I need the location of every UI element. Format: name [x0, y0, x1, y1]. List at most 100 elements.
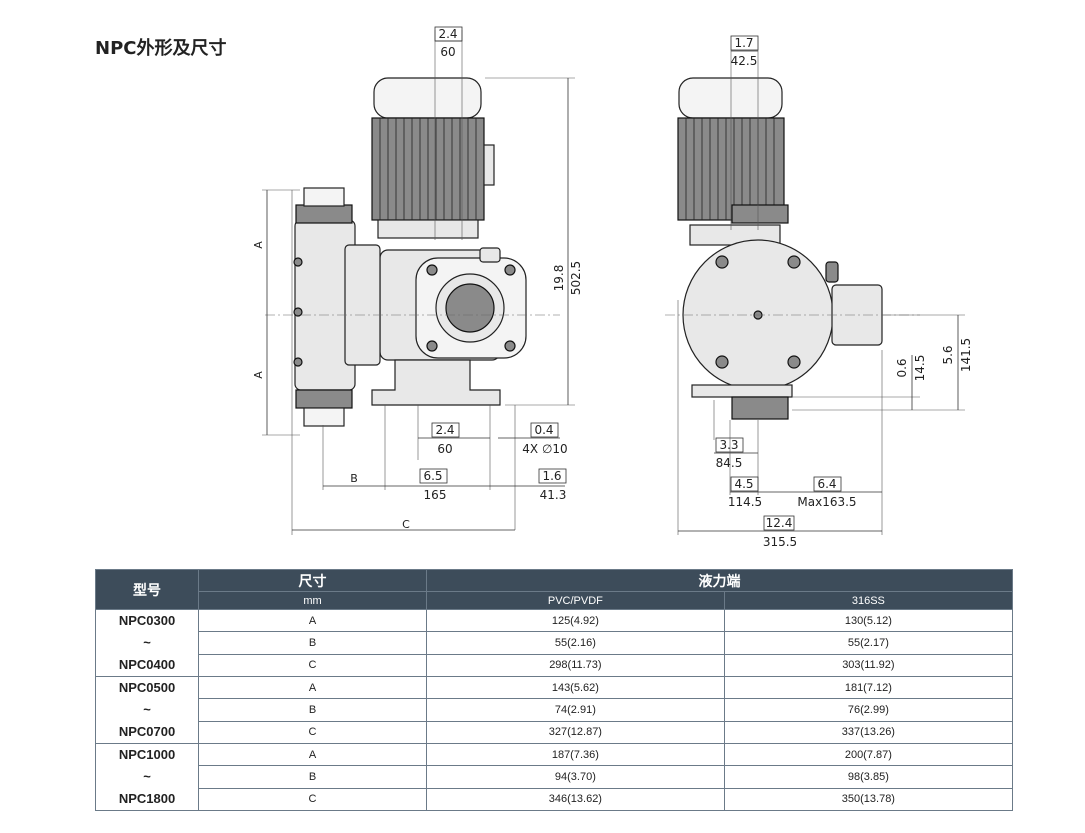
- front-height-mm: 502.5: [569, 261, 583, 295]
- side-v1-in: 0.6: [895, 358, 909, 377]
- side-d2-mm: 114.5: [728, 495, 762, 509]
- dim-cell: C: [198, 787, 427, 812]
- discharge-port: [303, 187, 345, 207]
- dim-cell: A: [198, 742, 427, 767]
- front-view: 2.4 60 19.8 502.5 A A 2.4 60 0.4 4X ∅10 …: [252, 26, 583, 535]
- side-discharge-valve: [731, 204, 789, 224]
- model-sep: ~: [143, 769, 151, 784]
- dim-cell: A: [198, 608, 427, 633]
- side-d2-in: 4.5: [734, 477, 753, 491]
- model-top: NPC1000: [118, 747, 176, 762]
- table-row: NPC1000 ~ NPC1800 A 187(7.36) 200(7.87): [95, 742, 1014, 811]
- diaphragm-housing: [344, 244, 381, 366]
- pvc-cell: 55(2.16): [426, 631, 725, 655]
- header-pvc: PVC/PVDF: [426, 591, 725, 610]
- side-view: 1.7 42.5 3.3 84.5 4.5 114.5 6.4 Max163.5…: [665, 35, 973, 549]
- dimension-drawing: 2.4 60 19.8 502.5 A A 2.4 60 0.4 4X ∅10 …: [252, 26, 973, 549]
- header-liquid-end: 液力端: [426, 569, 1013, 592]
- front-c: C: [402, 518, 410, 531]
- ss-cell: 181(7.12): [723, 675, 1014, 700]
- terminal-box: [483, 144, 495, 186]
- spec-table: 型号 尺寸 液力端 mm PVC/PVDF 316SS NPC0300 ~ NP…: [95, 569, 1014, 812]
- table-row: B 74(2.91) 76(2.99): [96, 698, 1014, 722]
- front-height-in: 19.8: [552, 265, 566, 292]
- model-bottom: NPC1800: [118, 791, 176, 806]
- front-base-mm: 60: [437, 442, 452, 456]
- front-mid-in: 6.5: [423, 469, 442, 483]
- page-title: NPC外形及尺寸: [95, 38, 227, 59]
- motor-flange: [377, 219, 479, 239]
- table-row: C 346(13.62) 350(13.78): [96, 787, 1014, 812]
- model-top: NPC0500: [118, 680, 176, 695]
- ss-cell: 337(13.26): [723, 720, 1014, 745]
- model-bottom: NPC0700: [118, 724, 176, 739]
- front-hole-in: 0.4: [534, 423, 553, 437]
- pvc-cell: 298(11.73): [426, 653, 725, 678]
- side-suction-valve: [731, 396, 789, 420]
- header-dim: 尺寸: [198, 569, 427, 592]
- side-v2-mm: 141.5: [959, 338, 973, 372]
- side-v1-mm: 14.5: [913, 355, 927, 382]
- dim-cell: B: [198, 631, 427, 655]
- model-top: NPC0300: [118, 613, 176, 628]
- side-d3-mm: Max163.5: [797, 495, 856, 509]
- front-right-mm: 41.3: [540, 488, 567, 502]
- side-d3-in: 6.4: [817, 477, 836, 491]
- model-cell: NPC0300 ~ NPC0400: [95, 609, 199, 677]
- pvc-cell: 143(5.62): [426, 675, 725, 700]
- pvc-cell: 346(13.62): [426, 787, 725, 812]
- table-row: B 55(2.16) 55(2.17): [96, 631, 1014, 655]
- suction-port: [303, 407, 345, 427]
- pvc-cell: 327(12.87): [426, 720, 725, 745]
- side-d4-mm: 315.5: [763, 535, 797, 549]
- ss-cell: 130(5.12): [723, 608, 1014, 633]
- motor-cap: [373, 77, 482, 119]
- header-ss: 316SS: [723, 591, 1014, 610]
- dim-cell: A: [198, 675, 427, 700]
- side-base: [691, 384, 793, 398]
- side-v2-in: 5.6: [941, 345, 955, 364]
- ss-cell: 350(13.78): [723, 787, 1014, 812]
- table-row: NPC0500 ~ NPC0700 A 143(5.62) 181(7.12): [95, 675, 1014, 744]
- model-sep: ~: [143, 702, 151, 717]
- pvc-cell: 94(3.70): [426, 765, 725, 789]
- pump-base: [371, 359, 501, 406]
- front-mid-mm: 165: [424, 488, 447, 502]
- dim-cell: C: [198, 653, 427, 678]
- front-top-mm: 60: [440, 45, 455, 59]
- model-sep: ~: [143, 635, 151, 650]
- header-model: 型号: [95, 569, 199, 610]
- front-top-in: 2.4: [438, 27, 457, 41]
- table-row: C 298(11.73) 303(11.92): [96, 653, 1014, 678]
- dim-cell: C: [198, 720, 427, 745]
- side-oil-plug: [825, 261, 839, 283]
- discharge-valve: [295, 204, 353, 224]
- pvc-cell: 187(7.36): [426, 742, 725, 767]
- dim-cell: B: [198, 765, 427, 789]
- ss-cell: 200(7.87): [723, 742, 1014, 767]
- side-d1-mm: 84.5: [716, 456, 743, 470]
- table-row: NPC0300 ~ NPC0400 A 125(4.92) 130(5.12): [95, 608, 1014, 677]
- side-connector: [831, 284, 883, 346]
- model-cell: NPC1000 ~ NPC1800: [95, 743, 199, 811]
- ss-cell: 55(2.17): [723, 631, 1014, 655]
- dim-cell: B: [198, 698, 427, 722]
- model-bottom: NPC0400: [118, 657, 176, 672]
- dial-knob: [445, 283, 495, 333]
- side-d1-in: 3.3: [719, 438, 738, 452]
- ss-cell: 76(2.99): [723, 698, 1014, 722]
- header-unit: mm: [198, 591, 427, 610]
- oil-plug: [479, 247, 501, 263]
- model-cell: NPC0500 ~ NPC0700: [95, 676, 199, 744]
- pvc-cell: 125(4.92): [426, 608, 725, 633]
- front-a-top: A: [252, 241, 265, 249]
- suction-valve: [295, 389, 353, 409]
- table-row: B 94(3.70) 98(3.85): [96, 765, 1014, 789]
- side-d4-in: 12.4: [766, 516, 793, 530]
- side-top-mm: 42.5: [731, 54, 758, 68]
- front-a-bottom: A: [252, 371, 265, 379]
- front-b: B: [350, 472, 358, 485]
- side-motor-cap: [678, 77, 783, 119]
- front-right-in: 1.6: [542, 469, 561, 483]
- ss-cell: 98(3.85): [723, 765, 1014, 789]
